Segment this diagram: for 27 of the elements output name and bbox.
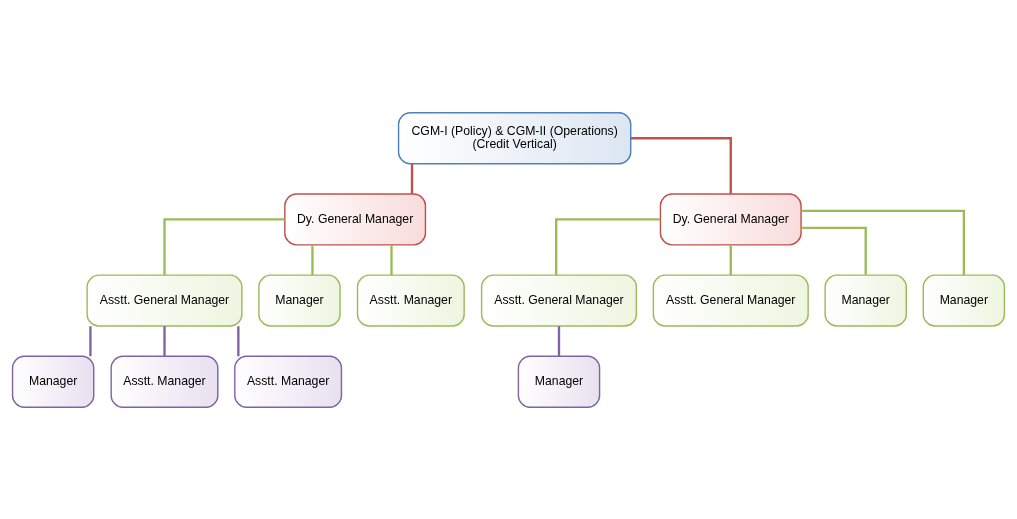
node-box: Manager — [517, 355, 601, 408]
node-box: Dy. General Manager — [659, 192, 802, 246]
connector — [801, 209, 966, 275]
connector — [237, 325, 240, 356]
node-box: Manager — [11, 355, 95, 408]
connector — [89, 325, 92, 356]
connector — [163, 217, 285, 275]
connector — [557, 325, 561, 356]
connector — [630, 136, 732, 194]
connector — [410, 163, 414, 194]
node-box: Manager — [258, 273, 341, 327]
node-box: Asstt. Manager — [110, 355, 219, 408]
connector — [311, 244, 314, 275]
connector — [729, 244, 732, 275]
node-box: Manager — [922, 273, 1006, 327]
node-box: Asstt. General Manager — [480, 273, 638, 327]
connector — [163, 325, 166, 356]
connector — [801, 226, 867, 275]
node-box: Asstt. Manager — [234, 355, 343, 408]
node-box: Dy. General Manager — [284, 192, 427, 246]
node-box: Manager — [824, 273, 907, 327]
node-box: Asstt. General Manager — [652, 273, 809, 327]
node-box: CGM-I (Policy) & CGM-II (Operations) (Credit Vertical) — [397, 111, 632, 164]
node-box: Asstt. General Manager — [86, 273, 243, 327]
connector — [390, 244, 393, 275]
node-box: Asstt. Manager — [356, 273, 465, 327]
connector — [555, 217, 661, 275]
